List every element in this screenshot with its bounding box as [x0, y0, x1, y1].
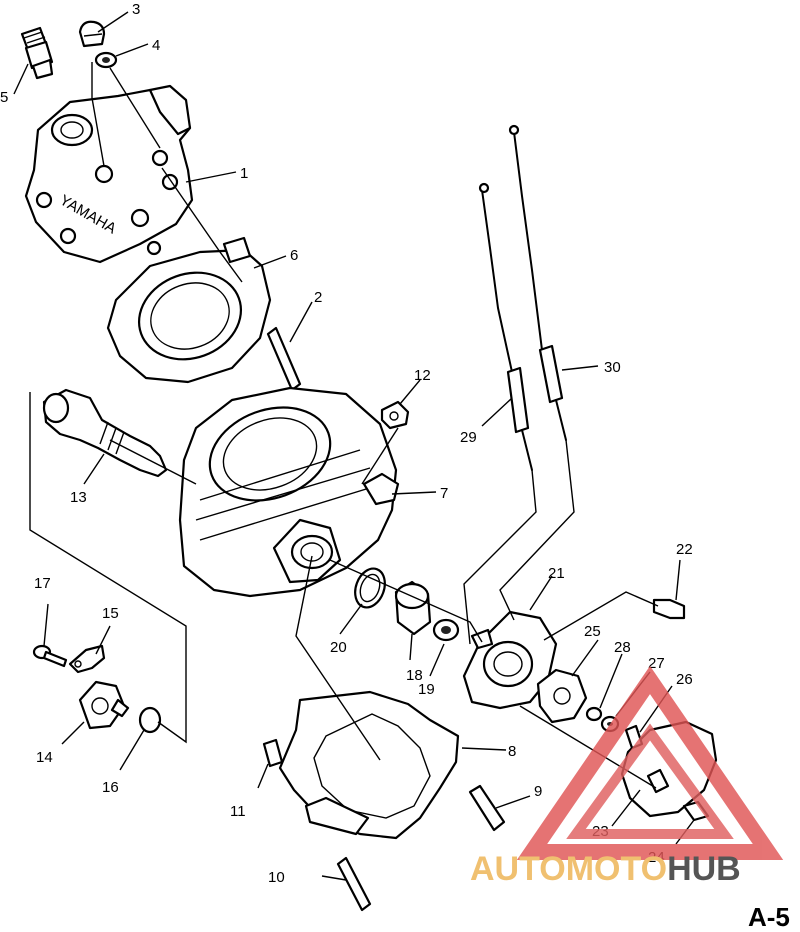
- callout-6: 6: [290, 247, 298, 264]
- spark-plug: [20, 26, 54, 80]
- callout-14: 14: [36, 749, 53, 766]
- callout-29: 29: [460, 429, 477, 446]
- pulley-bolt: [585, 706, 603, 722]
- callout-10: 10: [268, 869, 285, 886]
- cap-nut: [78, 20, 106, 48]
- watermark-text: AUTOMOTOHUB: [470, 850, 741, 888]
- lock-plate: [68, 644, 106, 674]
- stud-bolt: [266, 326, 302, 392]
- callout-8: 8: [508, 743, 516, 760]
- assembly-lines: [29, 62, 659, 789]
- callout-13: 13: [70, 489, 87, 506]
- watermark-right-text: HUB: [667, 850, 741, 888]
- callout-25: 25: [584, 623, 601, 640]
- callout-2: 2: [314, 289, 322, 306]
- dowel-pin: [262, 738, 284, 768]
- callout-12: 12: [414, 367, 431, 384]
- page-label: A-5: [748, 902, 790, 932]
- callout-17: 17: [34, 575, 51, 592]
- gasket-stud: [468, 784, 506, 832]
- bushing: [432, 618, 460, 642]
- callout-19: 19: [418, 681, 435, 698]
- watermark-left-text: AUTOMOTO: [470, 850, 667, 888]
- cylinder-block: [178, 386, 400, 598]
- washer: [94, 51, 118, 69]
- control-cable-long: [508, 124, 567, 441]
- callout-18: 18: [406, 667, 423, 684]
- valve-holder: [78, 680, 130, 730]
- callout-7: 7: [440, 485, 448, 502]
- callout-16: 16: [102, 779, 119, 796]
- valve-housing: [462, 610, 558, 710]
- cover-bolt: [652, 598, 686, 620]
- sleeve: [394, 580, 432, 636]
- callout-1: 1: [240, 165, 248, 182]
- callout-26: 26: [676, 671, 693, 688]
- control-cable-short: [478, 182, 533, 471]
- callout-30: 30: [604, 359, 621, 376]
- callout-20: 20: [330, 639, 347, 656]
- callout-21: 21: [548, 565, 565, 582]
- head-gasket: [106, 236, 272, 384]
- callout-11: 11: [230, 803, 246, 820]
- callout-3: 3: [132, 1, 140, 18]
- svg-text:AUTOMOTOHUB: AUTOMOTOHUB: [470, 850, 741, 888]
- pan-screw: [32, 644, 68, 668]
- callout-28: 28: [614, 639, 631, 656]
- callout-22: 22: [676, 541, 693, 558]
- base-gasket: [278, 690, 460, 840]
- callout-9: 9: [534, 783, 542, 800]
- flange-nut: [380, 400, 410, 430]
- o-ring: [354, 567, 386, 609]
- collar: [138, 706, 162, 734]
- callout-15: 15: [102, 605, 119, 622]
- callout-4: 4: [152, 37, 160, 54]
- watermark-logo: [516, 665, 784, 860]
- base-stud: [336, 856, 372, 912]
- callout-5: 5: [0, 89, 8, 106]
- valve-spool: [42, 388, 168, 478]
- cylinder-head: YAMAHA: [24, 84, 194, 264]
- callout-27: 27: [648, 655, 665, 672]
- pulley: [536, 668, 588, 724]
